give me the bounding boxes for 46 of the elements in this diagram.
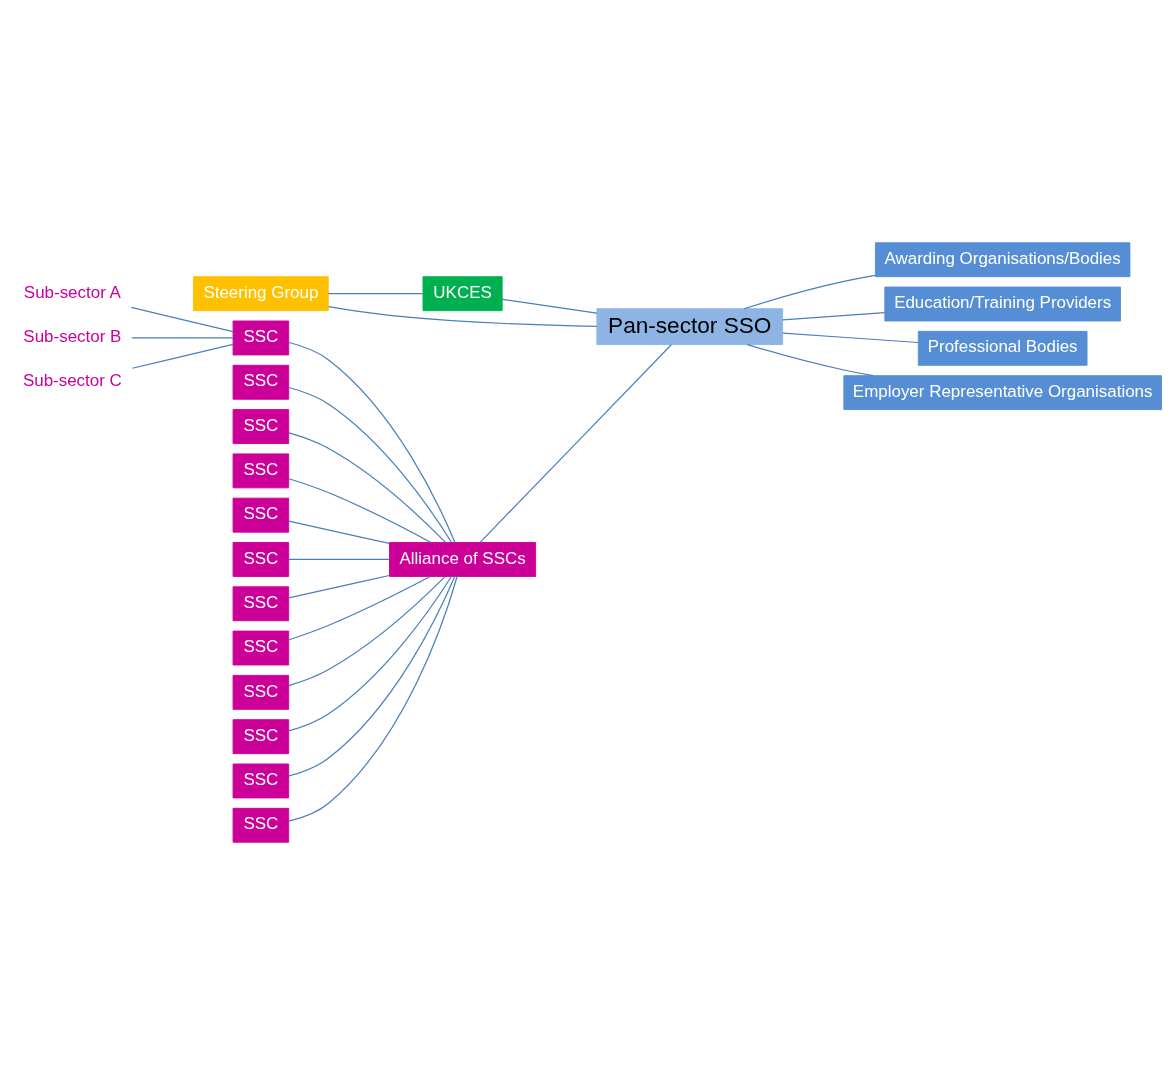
connector bbox=[130, 306, 234, 332]
node-box: SSC bbox=[232, 497, 290, 533]
node-text: Sub-sector A bbox=[23, 282, 121, 302]
connector bbox=[743, 274, 876, 309]
node-text: Sub-sector B bbox=[23, 326, 122, 346]
connector bbox=[288, 575, 446, 686]
node-box: SSC bbox=[232, 674, 290, 710]
node-box: SSC bbox=[232, 364, 290, 400]
node-box: SSC bbox=[232, 541, 290, 577]
connector bbox=[479, 343, 672, 543]
connector bbox=[327, 292, 424, 294]
connector bbox=[131, 343, 234, 369]
connector bbox=[288, 558, 390, 560]
node-box: SSC bbox=[232, 718, 290, 754]
connector bbox=[288, 575, 458, 822]
node-box: Alliance of SSCs bbox=[389, 541, 537, 577]
connector bbox=[288, 574, 390, 598]
node-box: UKCES bbox=[422, 275, 503, 311]
connector bbox=[782, 311, 886, 321]
connector bbox=[501, 298, 598, 314]
connector bbox=[288, 341, 456, 543]
connector bbox=[288, 520, 390, 544]
node-box: Professional Bodies bbox=[917, 330, 1088, 366]
connector bbox=[131, 336, 234, 339]
node-box: Education/Training Providers bbox=[884, 286, 1121, 321]
connector bbox=[288, 575, 431, 640]
node-box: SSC bbox=[232, 320, 290, 355]
connector bbox=[288, 575, 456, 777]
connector bbox=[288, 477, 432, 543]
node-box: SSC bbox=[232, 408, 290, 444]
connector bbox=[327, 305, 598, 327]
node-box: SSC bbox=[232, 763, 290, 798]
node-box: Awarding Organisations/Bodies bbox=[874, 241, 1131, 277]
connector bbox=[746, 343, 874, 376]
node-box: Employer Representative Organisations bbox=[843, 374, 1162, 410]
node-box: SSC bbox=[232, 452, 290, 488]
node-box: SSC bbox=[232, 630, 290, 665]
node-box: Pan-sector SSO bbox=[596, 307, 784, 345]
node-text: Sub-sector C bbox=[22, 370, 122, 390]
connector bbox=[288, 575, 452, 732]
node-box: SSC bbox=[232, 807, 290, 843]
node-box: SSC bbox=[232, 585, 290, 621]
connector bbox=[782, 331, 919, 343]
connector bbox=[288, 431, 447, 543]
connector bbox=[288, 386, 453, 543]
node-box: Steering Group bbox=[193, 275, 329, 311]
